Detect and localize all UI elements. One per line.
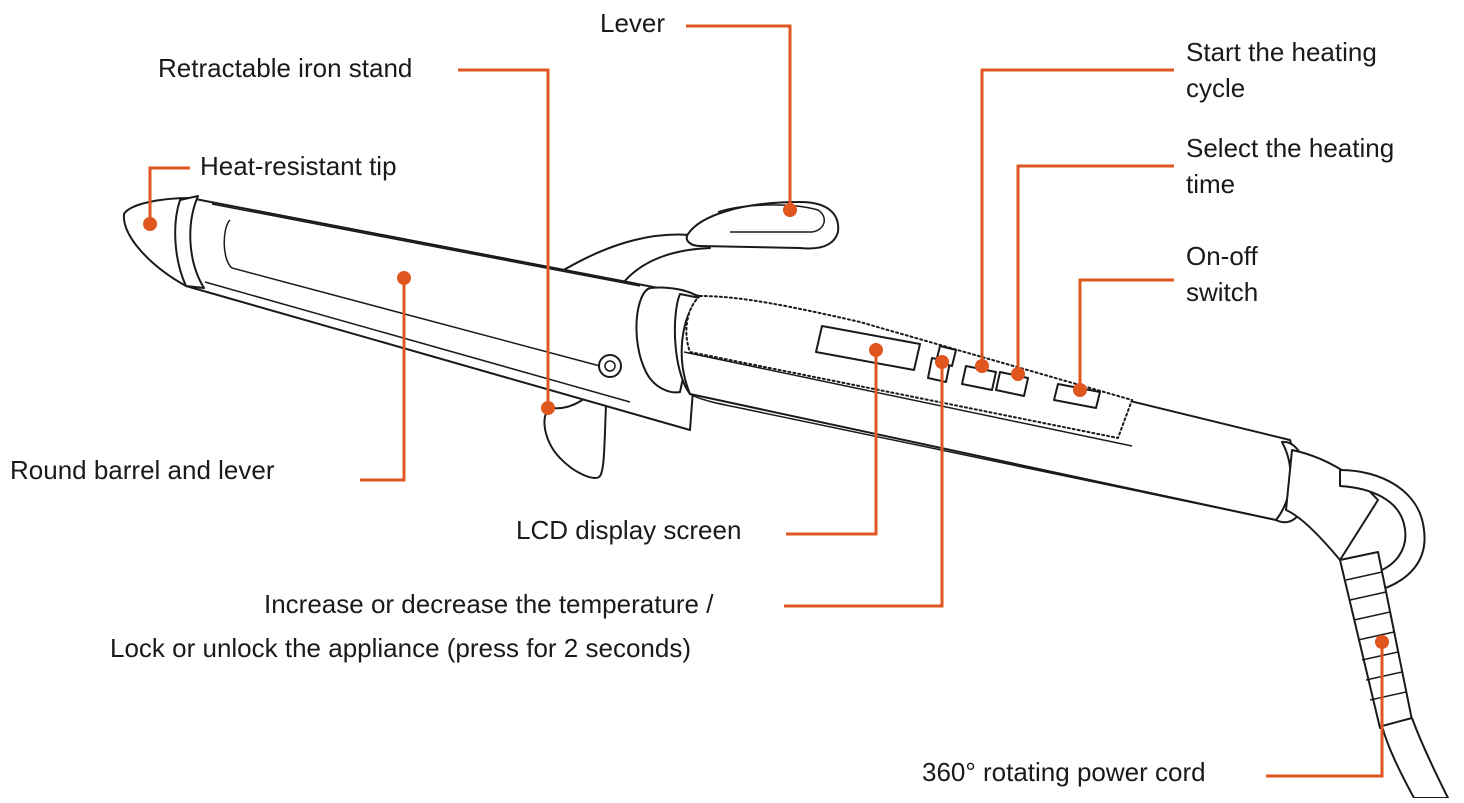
heat-resistant-tip <box>122 197 191 287</box>
dot-lever <box>783 203 797 217</box>
tip-ring <box>174 195 205 289</box>
label-temp-line1: Increase or decrease the temperature / <box>264 589 714 619</box>
leader-barrel <box>360 278 406 482</box>
leader-temp <box>784 362 944 608</box>
label-select-line1: Select the heating <box>1186 133 1395 163</box>
label-tip: Heat-resistant tip <box>200 151 397 181</box>
leader-stand <box>458 68 550 408</box>
dot-stand <box>541 401 555 415</box>
leader-lever <box>686 24 792 210</box>
label-lever: Lever <box>600 8 666 38</box>
label-start-line1: Start the heating <box>1186 37 1377 67</box>
leader-dots <box>143 203 1389 649</box>
dot-start <box>975 359 989 373</box>
label-onoff-line2: switch <box>1186 277 1259 307</box>
dot-temp <box>935 355 949 369</box>
dot-cord <box>1375 635 1389 649</box>
dot-tip <box>143 217 157 231</box>
leader-lcd <box>786 350 878 536</box>
leader-select <box>1016 164 1174 374</box>
leader-onoff <box>1078 278 1174 390</box>
label-barrel: Round barrel and lever <box>10 455 275 485</box>
dot-onoff <box>1073 383 1087 397</box>
label-stand: Retractable iron stand <box>158 53 413 83</box>
dot-select <box>1011 367 1025 381</box>
label-lcd: LCD display screen <box>516 515 742 545</box>
dot-lcd <box>869 343 883 357</box>
iron-stand-wire <box>543 369 609 479</box>
label-onoff-line1: On-off <box>1186 241 1258 271</box>
label-temp-line2: Lock or unlock the appliance (press for … <box>110 633 691 663</box>
label-select-line2: time <box>1186 169 1236 199</box>
lever-thumb-rest <box>685 201 840 250</box>
dot-barrel <box>397 271 411 285</box>
leader-lines <box>148 24 1384 778</box>
lcd-display <box>815 325 921 371</box>
leader-tip <box>148 166 190 224</box>
pivot-knob <box>598 354 622 378</box>
label-cord: 360° rotating power cord <box>922 757 1206 787</box>
leader-start <box>980 68 1174 366</box>
label-start-line2: cycle <box>1186 73 1246 103</box>
power-cord <box>1381 717 1449 799</box>
barrel <box>185 197 701 431</box>
leader-cord <box>1266 642 1384 778</box>
